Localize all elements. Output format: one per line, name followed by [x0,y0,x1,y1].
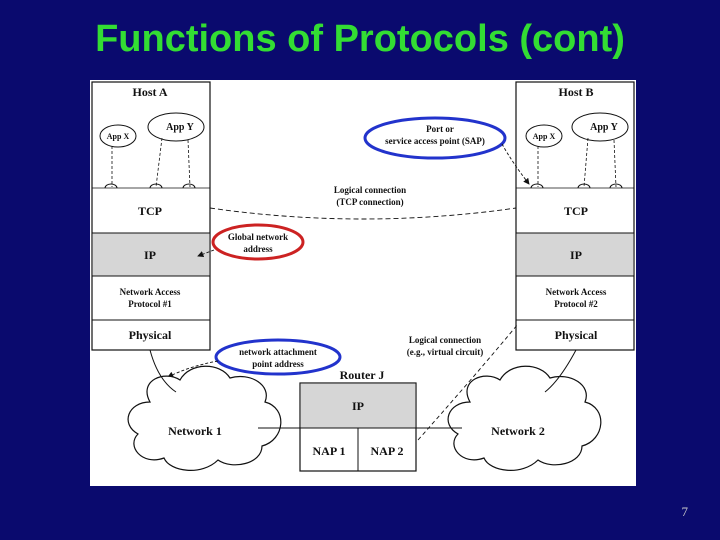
slide-title: Functions of Protocols (cont) [95,18,625,60]
sap-pointer-arrow [501,143,530,185]
host-b-app-y [571,112,629,142]
host-b-tcp: TCP [564,204,588,218]
page-number: 7 [681,504,689,519]
sap-label-line2: service access point (SAP) [385,136,485,146]
host-b: Host B App X App Y TCP IP Network Access… [515,81,635,351]
host-a-tcp: TCP [138,204,162,218]
host-a-app-x-label: App X [107,132,130,141]
host-b-app-x-label: App X [533,132,556,141]
sap-callout-oval [363,116,507,160]
host-b-physical: Physical [555,328,598,342]
global-address-label-line2: address [243,244,273,254]
host-a-network-link [149,349,177,393]
protocol-diagram: Host A App X App Y TCP IP Network Access… [90,80,636,486]
network-2-cloud [447,365,602,471]
host-b-title: Host B [558,85,593,99]
virtual-circuit-label-line2: (e.g., virtual circuit) [407,347,484,357]
nap-address-callout-oval [214,338,342,376]
network-1-cloud [127,365,282,471]
host-b-nap-line1: Network Access [546,287,607,297]
host-b-ip: IP [570,248,582,262]
global-address-callout-oval [211,223,305,261]
host-a-ip-layer [91,232,211,277]
host-b-app-x [525,124,563,148]
router-ip-layer [299,382,417,429]
host-a-nap-line2: Protocol #1 [128,299,172,309]
host-a-app-y [147,112,205,142]
router-j: Router J IP NAP 1 NAP 2 [299,368,417,472]
sap-label-line1: Port or [426,124,454,134]
host-a: Host A App X App Y TCP IP Network Access… [91,81,211,351]
host-b-ip-layer [515,232,635,277]
global-address-label-line1: Global network [228,232,288,242]
tcp-logical-connection-line [209,207,517,220]
host-a-nap-line1: Network Access [120,287,181,297]
tcp-connection-label-line1: Logical connection [334,185,406,195]
router-ip: IP [352,399,364,413]
nap-address-pointer-arrow [167,360,219,378]
host-b-nap-line2: Protocol #2 [554,299,598,309]
router-nap-1: NAP 1 [313,444,346,458]
nap-address-label-line2: point address [252,359,304,369]
host-b-app-y-label: App Y [590,122,618,133]
router-title: Router J [340,368,385,382]
tcp-connection-label-line2: (TCP connection) [336,197,403,207]
router-nap-2: NAP 2 [371,444,404,458]
host-a-app-y-label: App Y [166,122,194,133]
network-2-label: Network 2 [491,424,545,438]
host-a-physical: Physical [129,328,172,342]
host-a-title: Host A [132,85,167,99]
nap-address-label-line1: network attachment [239,347,317,357]
host-a-ip: IP [144,248,156,262]
virtual-circuit-line [417,323,519,441]
network-1-label: Network 1 [168,424,222,438]
virtual-circuit-label-line1: Logical connection [409,335,481,345]
host-a-app-x [99,124,137,148]
host-b-network-link [544,349,577,393]
global-address-pointer-arrow [197,249,215,258]
